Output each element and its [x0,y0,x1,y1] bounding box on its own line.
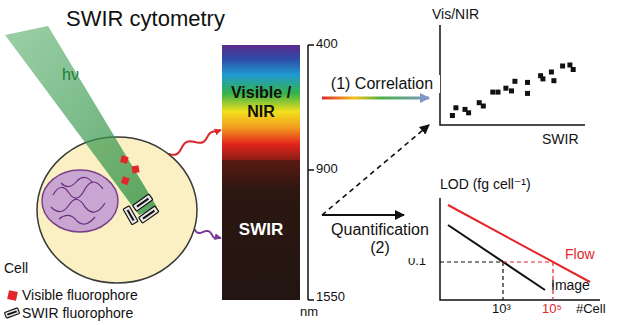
drawing-part [7,311,16,314]
scatter-point [571,67,576,72]
plot-label: Cell [4,260,28,276]
plot-label: Image [551,277,590,293]
band-label: SWIR [239,220,283,240]
band-label: Visible / NIR [225,84,297,121]
plot-label: 10⁵ [542,302,562,317]
scatter-points [450,63,576,119]
swir-fluorophores [123,194,159,225]
cell-shape [35,135,200,285]
drawing-part [4,308,19,318]
scatter-point [560,64,565,69]
connector [322,97,429,100]
unit-label: nm [300,305,318,320]
drawing-part [440,261,503,262]
cell-outline [37,137,197,283]
scatter-point [551,78,556,83]
scatter-point [496,90,501,95]
light-beam [5,26,157,215]
drawing-part [503,261,553,262]
connector [322,214,404,216]
lod-lines [440,205,590,300]
drawing-part [51,177,105,224]
cell: Cell [35,135,200,285]
scatter-point [567,63,572,68]
legend-swatch [7,290,18,301]
drawing-part [308,44,314,46]
plot-label: Flow [565,246,595,262]
scatter-point [466,110,471,115]
visible-fluorophores [120,155,140,185]
drawing-part [139,206,159,223]
legend-rod [4,307,20,319]
drawing-part [4,308,19,318]
connector [194,229,221,238]
photon-label: hν [62,66,79,84]
drawing-part [121,176,130,185]
edge-label: (1) Correlation [324,75,440,93]
drawing-part [137,199,148,207]
drawing-part [308,169,314,171]
drawing-part [128,210,134,220]
scatter-point [512,79,517,84]
drawing-part [132,165,140,173]
plot-label: #Cell [576,302,606,317]
scatter-point [503,86,508,91]
drawing-part [307,45,309,300]
title: SWIR cytometry [66,6,225,31]
drawing-part [448,205,590,282]
wavelength-axis [308,45,314,300]
edge-label: Quantification (2) [322,221,438,258]
tick-label: 900 [316,162,338,177]
drawing-part [440,25,585,125]
tick-label: 400 [316,37,338,52]
plot-label: LOD (fg cell⁻¹) [440,176,531,192]
drawing-part [552,262,553,300]
scatter-axes [440,25,585,125]
lod-plot: LOD (fg cell⁻¹) 0.1 FlowImage 10³ 10⁵ #Cell [405,176,617,323]
scatter-point [525,80,530,85]
drawing-part [42,170,118,232]
plot-label: 0.1 [408,254,426,269]
drawing-part [440,198,600,300]
drawing-part [133,194,153,211]
scatter-point [481,104,486,109]
drawing-part [139,206,159,223]
drawing-part [143,211,154,219]
scatter-point [525,91,530,96]
tick-label: 1550 [316,290,345,305]
drawing-part [120,155,129,164]
plot-label: Vis/NIR [432,6,479,22]
drawing-part [123,206,138,225]
connector [168,130,221,155]
drawing-part [308,299,314,301]
scatter-point [450,113,455,118]
scatter-point [509,88,514,93]
scatter-point [549,70,554,75]
lod-axes [440,198,600,300]
drawing-part [133,194,153,211]
drawing-part [123,206,138,225]
connector [322,125,429,215]
scatter-point [540,76,545,81]
scatter-point [490,90,495,95]
scatter-plot: Vis/NIR SWIR [430,4,605,152]
plot-label: SWIR [542,131,579,147]
spectrum-band: SWIR [222,160,300,300]
plot-label: 10³ [492,302,511,317]
nucleus [42,170,118,232]
legend-text: Visible fluorophore [22,287,138,303]
spectrum-band: Visible / NIR [222,45,300,160]
drawing-part [502,262,503,300]
drawing-part [448,225,545,290]
scatter-point [453,105,458,110]
legend-text: SWIR fluorophore [22,305,133,321]
